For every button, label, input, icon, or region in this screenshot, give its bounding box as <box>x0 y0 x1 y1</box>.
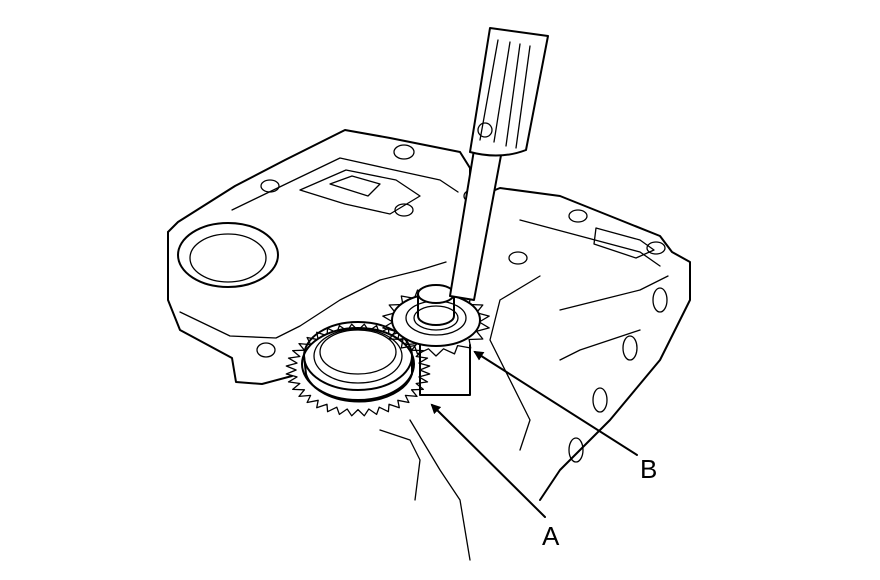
housing <box>167 129 691 561</box>
callout-b-leader <box>473 350 638 456</box>
gear-b <box>382 284 490 396</box>
callout-b-label: B <box>640 454 657 484</box>
bore <box>177 222 279 288</box>
callout-a-label: A <box>542 521 560 551</box>
gear-a <box>285 321 431 417</box>
callout-a-leader <box>430 403 546 518</box>
tool <box>449 27 549 301</box>
